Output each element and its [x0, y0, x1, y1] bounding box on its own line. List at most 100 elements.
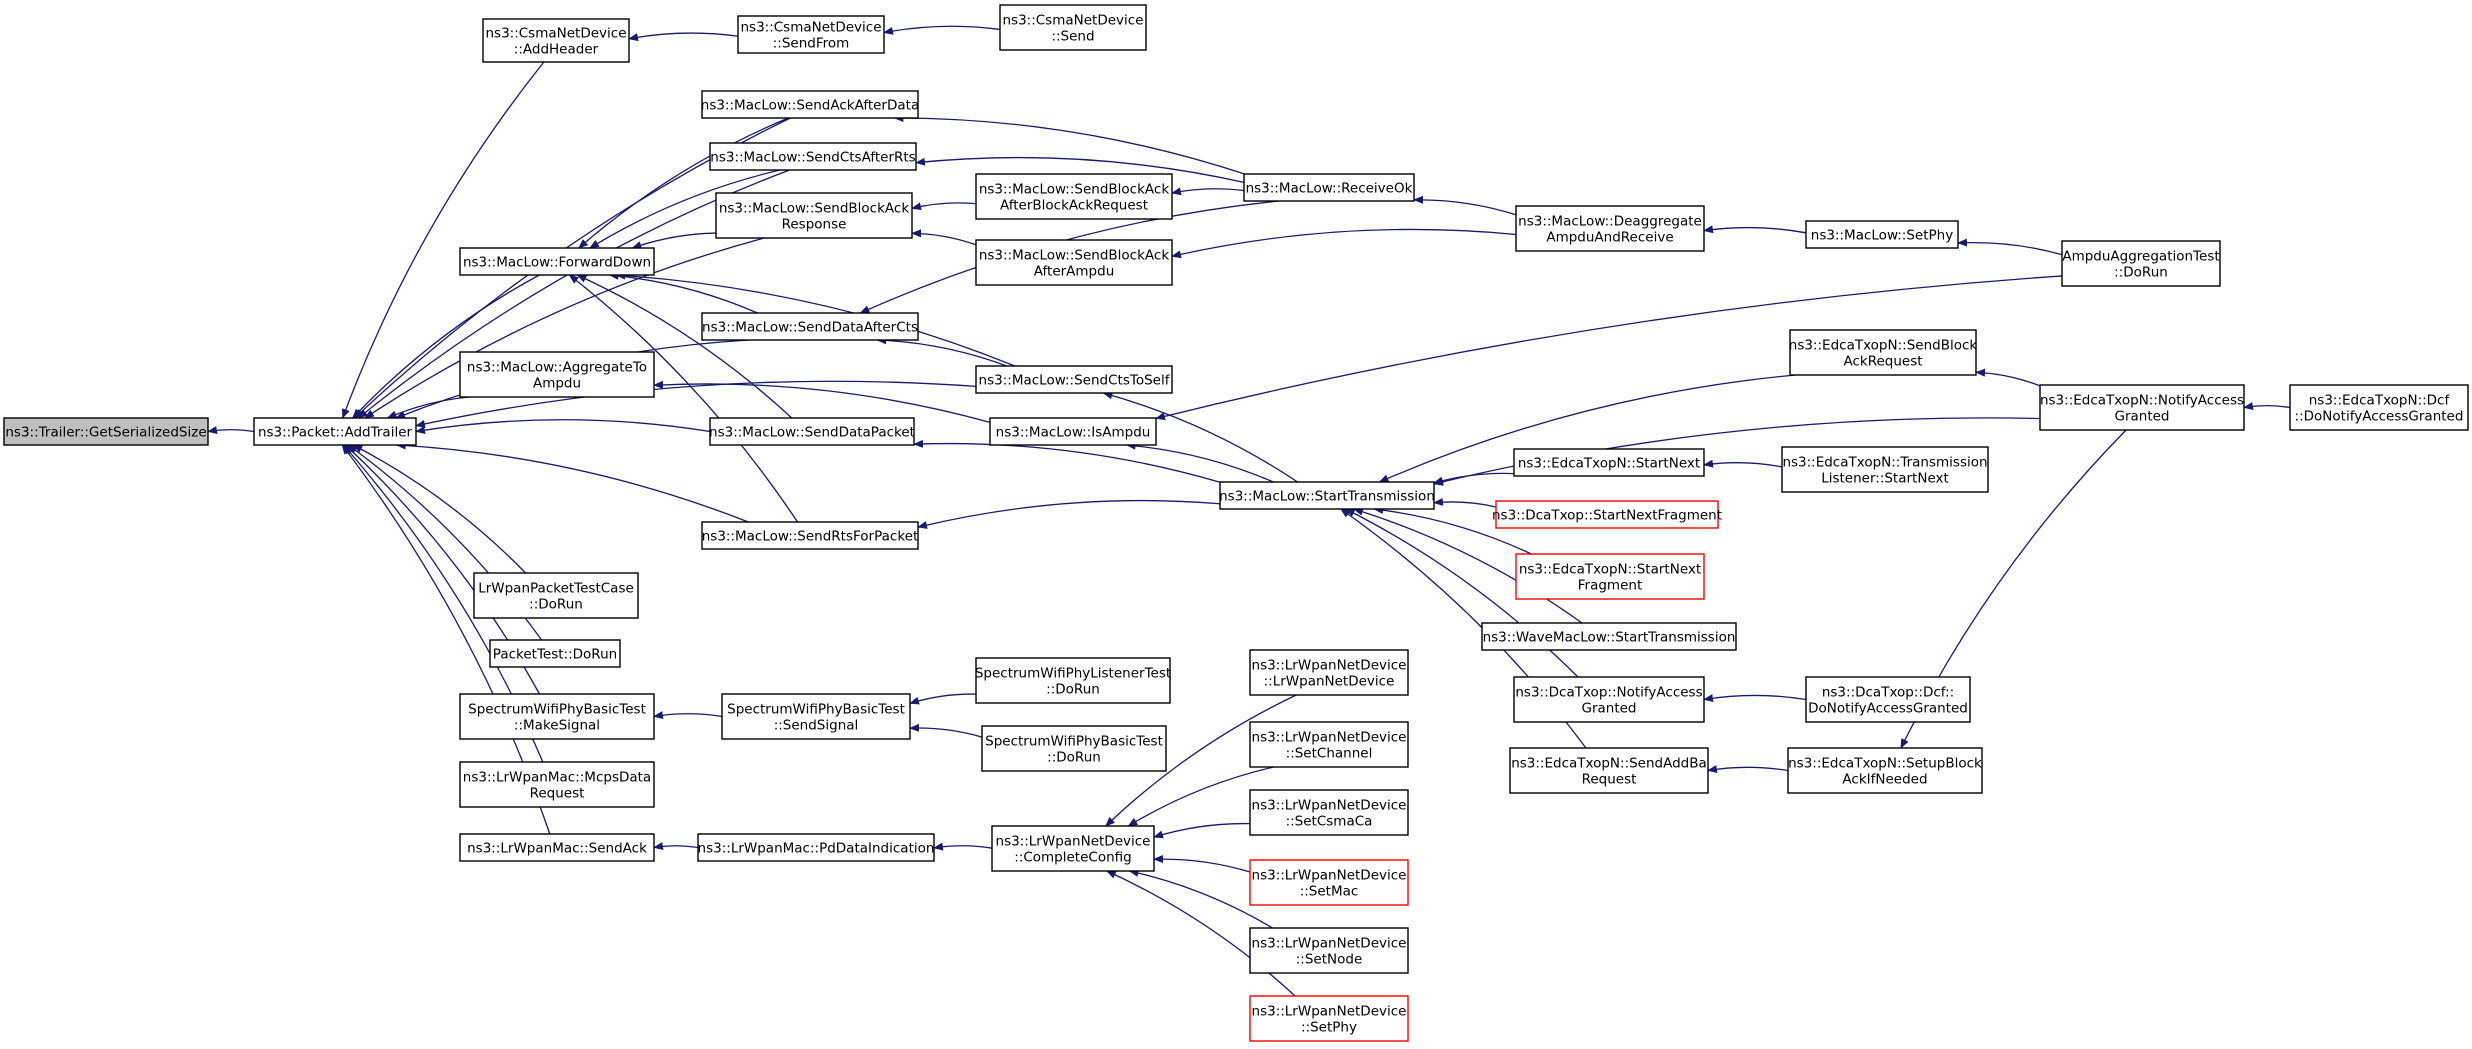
edge-lrwpanPdData-to-lrwpanSendAck	[653, 842, 699, 851]
node-spectrumBasicDoRun[interactable]: SpectrumWifiPhyBasicTest::DoRun	[981, 725, 1167, 772]
node-ampduTest[interactable]: AmpduAggregationTest::DoRun	[2061, 240, 2221, 287]
node-box	[482, 18, 630, 63]
edge-path	[628, 32, 739, 42]
node-label: ns3::LrWpanNetDevice	[1252, 868, 1407, 884]
node-lrwpanSendAck[interactable]: ns3::LrWpanMac::SendAck	[459, 833, 655, 862]
node-sendDataPacket[interactable]: ns3::MacLow::SendDataPacket	[709, 417, 915, 446]
node-sendCtsToSelf[interactable]: ns3::MacLow::SendCtsToSelf	[975, 365, 1173, 394]
edge-path	[1413, 195, 1517, 216]
node-csmaAddHeader[interactable]: ns3::CsmaNetDevice::AddHeader	[482, 18, 630, 63]
node-startTransmission[interactable]: ns3::MacLow::StartTransmission	[1219, 481, 1435, 510]
edge-edcaNotifyAccessGranted-to-edcaSendBlockAckReq	[1975, 368, 2041, 387]
edge-path	[1703, 225, 1807, 234]
node-edcaTxListenerStartNext[interactable]: ns3::EdcaTxopN::TransmissionListener::St…	[1781, 446, 1989, 493]
edge-waveStartTransmission-to-startTransmission	[1353, 507, 1583, 624]
node-box	[1805, 676, 1971, 723]
node-lrwpanSetCsmaCa[interactable]: ns3::LrWpanNetDevice::SetCsmaCa	[1249, 789, 1409, 836]
node-label: ns3::MacLow::SendBlockAck	[979, 248, 1169, 264]
node-isAmpdu[interactable]: ns3::MacLow::IsAmpdu	[989, 417, 1157, 446]
node-box	[975, 657, 1171, 704]
node-receiveOk[interactable]: ns3::MacLow::ReceiveOk	[1243, 173, 1415, 202]
node-label: Listener::StartNext	[1821, 471, 1949, 487]
node-lrwpanPacketTest[interactable]: LrWpanPacketTestCase::DoRun	[473, 572, 639, 619]
node-sendRtsForPacket[interactable]: ns3::MacLow::SendRtsForPacket	[701, 521, 919, 550]
edge-path	[1433, 497, 1497, 508]
edge-path	[653, 842, 699, 851]
edge-csmaAddHeader-to-addTrailer	[342, 61, 545, 419]
node-label: Granted	[2114, 409, 2169, 425]
edge-startTransmission-to-isAmpdu	[1125, 441, 1274, 483]
edge-sendRtsForPacket-to-addTrailer	[395, 441, 749, 523]
node-dcaDcfNotify[interactable]: ns3::DcaTxop::Dcf::DoNotifyAccessGranted	[1805, 676, 1971, 723]
edge-path	[1153, 855, 1251, 873]
node-setPhyMac[interactable]: ns3::MacLow::SetPhy	[1805, 220, 1959, 249]
node-label: PacketTest::DoRun	[493, 647, 617, 663]
node-lrwpanSetChannel[interactable]: ns3::LrWpanNetDevice::SetChannel	[1249, 721, 1409, 768]
node-box	[1513, 676, 1705, 723]
node-lrwpanNetDevice[interactable]: ns3::LrWpanNetDevice::LrWpanNetDevice	[1249, 649, 1409, 696]
node-label: ns3::LrWpanMac::SendAck	[467, 841, 647, 857]
node-csmaSendFrom[interactable]: ns3::CsmaNetDevice::SendFrom	[737, 15, 885, 54]
node-spectrumSendSignal[interactable]: SpectrumWifiPhyBasicTest::SendSignal	[721, 693, 911, 740]
node-addTrailer[interactable]: ns3::Packet::AddTrailer	[253, 417, 417, 446]
node-sendDataAfterCts[interactable]: ns3::MacLow::SendDataAfterCts	[701, 312, 919, 341]
node-lrwpanPdData[interactable]: ns3::LrWpanMac::PdDataIndication	[697, 833, 935, 862]
edge-path	[615, 271, 1016, 367]
edge-csmaSendFrom-to-csmaAddHeader	[628, 32, 739, 42]
node-csmaSend[interactable]: ns3::CsmaNetDevice::Send	[999, 4, 1147, 51]
edge-path	[933, 842, 993, 851]
node-lrwpanSetNode[interactable]: ns3::LrWpanNetDevice::SetNode	[1249, 927, 1409, 974]
node-label: ns3::MacLow::SendDataPacket	[709, 425, 915, 441]
node-box	[459, 247, 655, 276]
node-label: ns3::DcaTxop::NotifyAccess	[1515, 685, 1702, 701]
node-label: Response	[782, 217, 847, 233]
node-sendCtsAfterRts[interactable]: ns3::MacLow::SendCtsAfterRts	[709, 142, 917, 171]
node-label: ::DoRun	[2114, 265, 2168, 281]
node-label: ns3::MacLow::IsAmpdu	[996, 425, 1151, 441]
edge-ampduTest-to-setPhyMac	[1957, 238, 2063, 256]
node-lrwpanSetMac[interactable]: ns3::LrWpanNetDevice::SetMac	[1249, 859, 1409, 906]
node-label: ns3::CsmaNetDevice	[485, 26, 626, 42]
node-forwardDown[interactable]: ns3::MacLow::ForwardDown	[459, 247, 655, 276]
edge-forwardDown-to-addTrailer	[351, 274, 540, 419]
node-label: ns3::LrWpanNetDevice	[1252, 658, 1407, 674]
node-spectrumListenerTest[interactable]: SpectrumWifiPhyListenerTest::DoRun	[975, 657, 1171, 704]
node-edcaStartNext[interactable]: ns3::EdcaTxopN::StartNext	[1513, 448, 1705, 477]
node-packetTest[interactable]: PacketTest::DoRun	[489, 639, 621, 668]
node-box	[1509, 747, 1709, 794]
node-edcaDcfNotify[interactable]: ns3::EdcaTxopN::Dcf::DoNotifyAccessGrant…	[2289, 384, 2469, 431]
edge-lrwpanNetDevice-to-lrwpanCompleteConfig	[1105, 694, 1297, 827]
node-box	[1249, 995, 1409, 1042]
node-spectrumMakeSignal[interactable]: SpectrumWifiPhyBasicTest::MakeSignal	[459, 693, 655, 740]
node-edcaStartNextFragment[interactable]: ns3::EdcaTxopN::StartNextFragment	[1515, 553, 1705, 600]
node-label: ns3::MacLow::Deaggregate	[1518, 214, 1702, 230]
node-lrwpanCompleteConfig[interactable]: ns3::LrWpanNetDevice::CompleteConfig	[991, 825, 1155, 872]
node-label: ::SetChannel	[1286, 746, 1373, 762]
node-dcaStartNextFragment[interactable]: ns3::DcaTxop::StartNextFragment	[1492, 500, 1722, 529]
node-sendAckAfterData[interactable]: ns3::MacLow::SendAckAfterData	[701, 90, 919, 119]
node-edcaNotifyAccessGranted[interactable]: ns3::EdcaTxopN::NotifyAccessGranted	[2039, 384, 2245, 431]
node-box	[991, 825, 1155, 872]
node-dcaNotifyAccessGranted[interactable]: ns3::DcaTxop::NotifyAccessGranted	[1513, 676, 1705, 723]
edge-sendDataAfterCts-to-forwardDown	[608, 271, 758, 314]
edge-sendCtsAfterRts-to-forwardDown	[589, 169, 781, 249]
node-label: Request	[530, 786, 585, 802]
node-label: ::SendSignal	[774, 718, 859, 734]
node-sendBlockAckAfterBAR[interactable]: ns3::MacLow::SendBlockAckAfterBlockAckRe…	[975, 173, 1173, 220]
edge-sendBlockAckAfterBAR-to-sendBlockAckResponse	[911, 202, 977, 211]
node-label: ns3::EdcaTxopN::Dcf	[2309, 393, 2451, 409]
node-box	[1249, 721, 1409, 768]
node-waveStartTransmission[interactable]: ns3::WaveMacLow::StartTransmission	[1481, 622, 1737, 651]
node-lrwpanSetPhy[interactable]: ns3::LrWpanNetDevice::SetPhy	[1249, 995, 1409, 1042]
node-box	[709, 142, 917, 171]
edge-path	[608, 271, 758, 314]
